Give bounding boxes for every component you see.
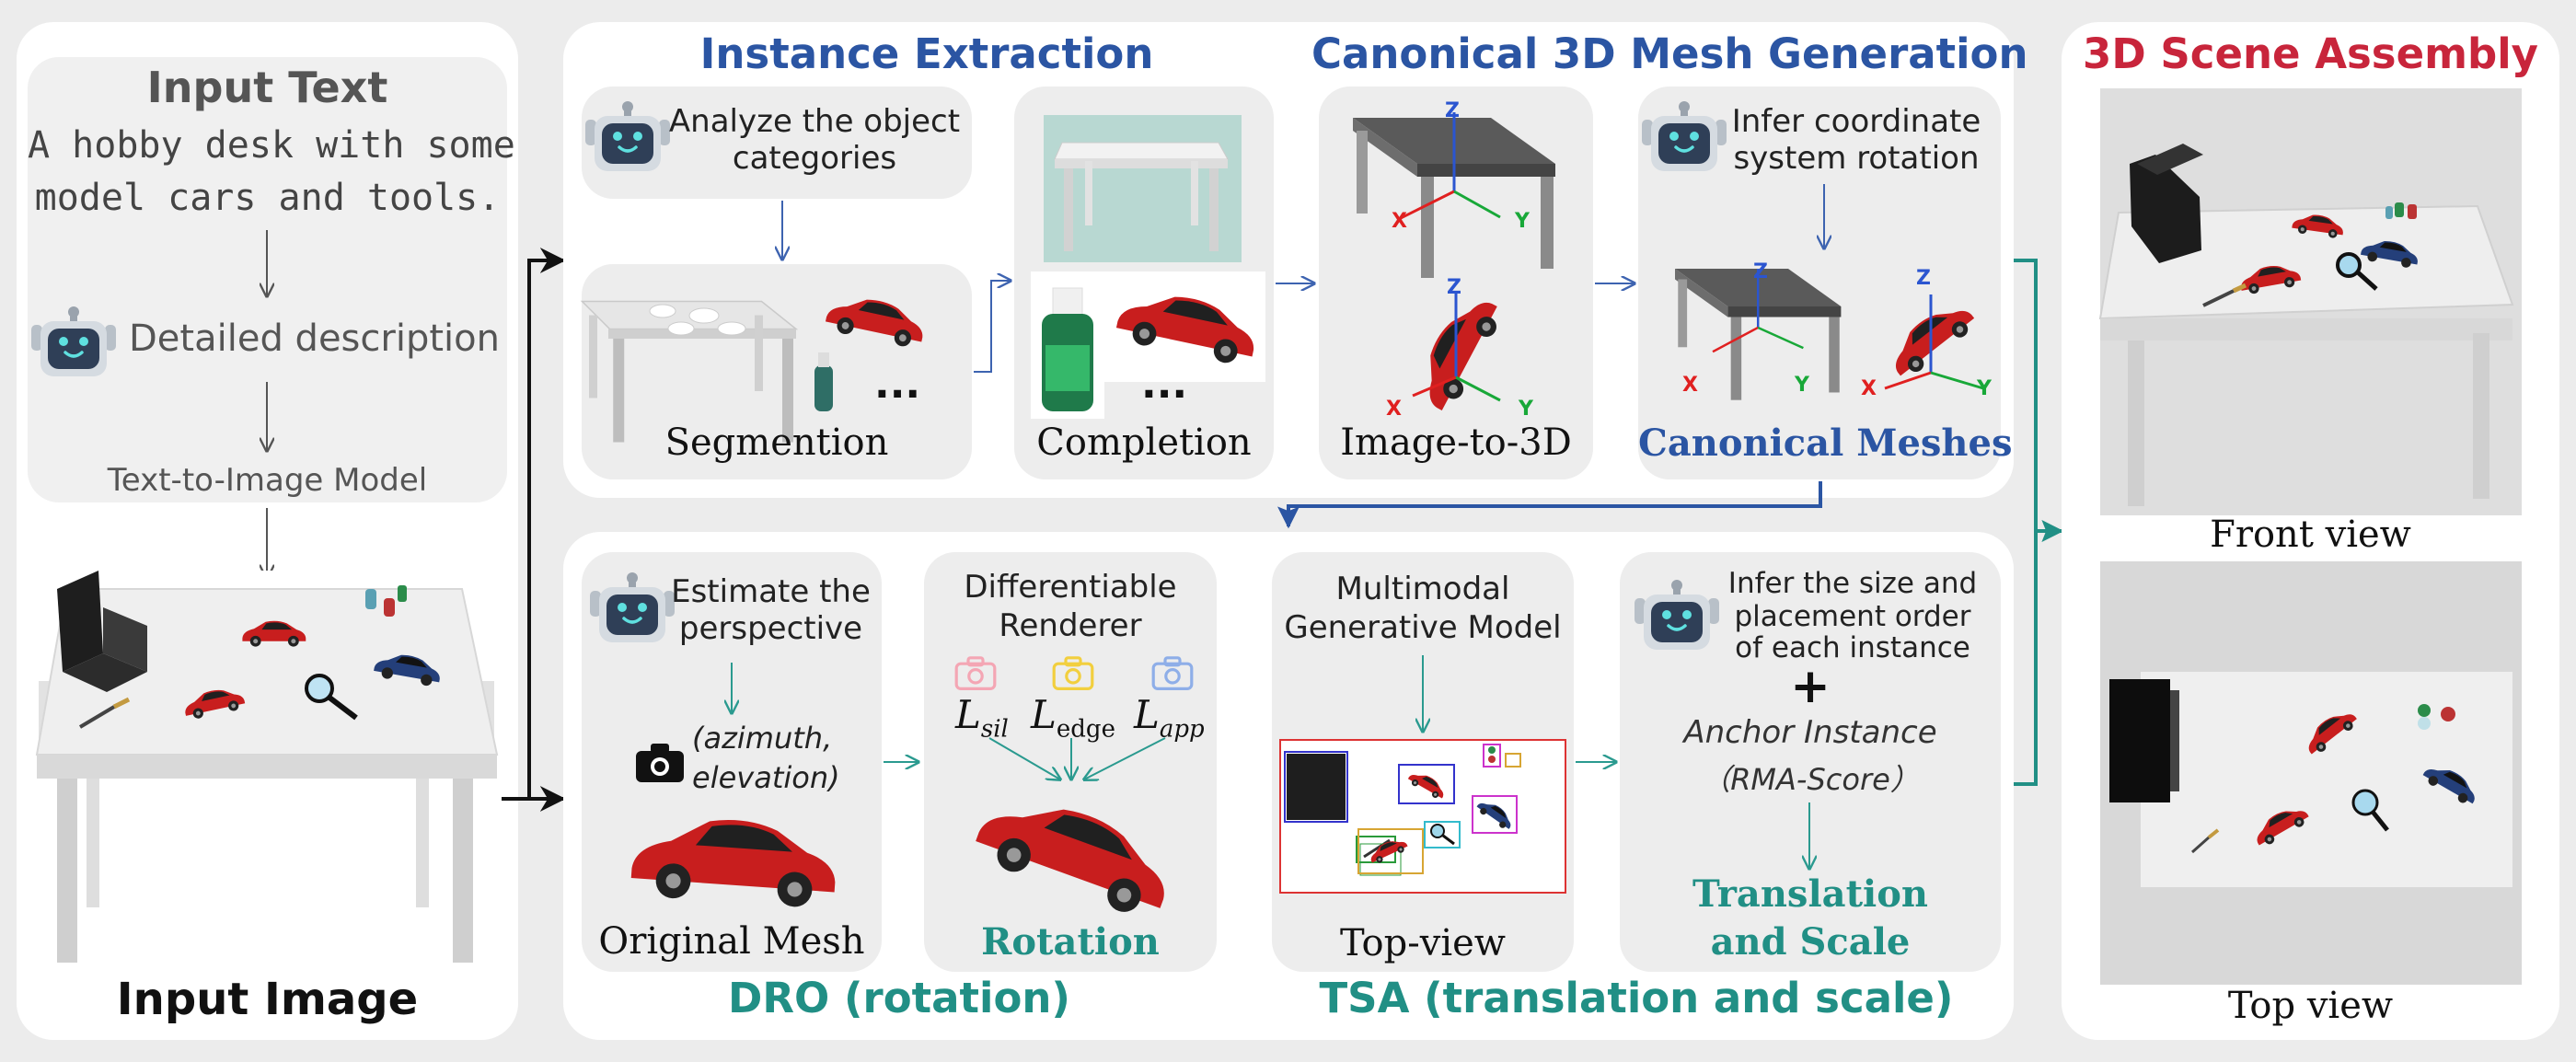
estimate-line-2: perspective [678, 610, 863, 647]
analyze-line-1: Analyze the object [668, 103, 961, 140]
segmentation-image [581, 281, 953, 444]
axis-z-label: Z [1447, 276, 1461, 299]
completed-car-image [1104, 271, 1265, 382]
axis-z-label: Z [1445, 99, 1460, 122]
instance-extraction-title: Instance Extraction [699, 29, 1154, 78]
rotation-label: Rotation [981, 920, 1160, 964]
infer-size-line-2: placement order [1734, 600, 1971, 633]
car-mesh-axes [1408, 288, 1507, 416]
top-view-label: Top view [2227, 985, 2394, 1027]
loss-edge: Ledge [1031, 692, 1115, 743]
input-image [29, 571, 504, 980]
loss-edge-subscript: edge [1056, 715, 1115, 744]
renderer-line-1: Differentiable [964, 569, 1177, 606]
rma-score-label: （RMA-Score） [1701, 762, 1920, 797]
completed-table-image [1044, 115, 1242, 262]
infer-size-line-1: Infer the size and [1727, 567, 1978, 600]
infer-size-line-3: of each instance [1735, 631, 1970, 664]
loss-app-subscript: app [1159, 715, 1205, 744]
translation-line-2: and Scale [1710, 920, 1911, 964]
topview-label: Top-view [1339, 922, 1507, 964]
axis-x-label: X [1861, 377, 1877, 400]
top-view-image [2100, 561, 2522, 985]
canonical-generation-title: Canonical 3D Mesh Generation [1311, 29, 2028, 78]
segmentation-label: Segmention [664, 421, 889, 464]
canonical-meshes-graphic [1675, 184, 1984, 400]
loss-symbol: L [1031, 692, 1057, 737]
axis-z-label: Z [1753, 260, 1768, 283]
anchor-instance-label: Anchor Instance [1683, 714, 1937, 751]
loss-symbol: L [955, 692, 981, 737]
canonical-meshes-label: Canonical Meshes [1638, 421, 2013, 465]
front-view-image [2098, 88, 2522, 515]
image-to-3d-label: Image-to-3D [1340, 421, 1572, 464]
completion-ellipsis: ... [1141, 361, 1188, 408]
prompt-line-2: model cars and tools. [34, 177, 501, 219]
t2i-model-text: Text-to-Image Model [107, 462, 428, 499]
assembly-title: 3D Scene Assembly [2083, 29, 2538, 78]
loss-sil: Lsil [955, 692, 1009, 743]
input-text-title: Input Text [146, 63, 388, 112]
axis-y-label: Y [1519, 398, 1533, 421]
dro-title: DRO (rotation) [728, 974, 1070, 1022]
topview-detection-image [1279, 739, 1566, 894]
analyze-line-2: categories [732, 140, 897, 177]
multimodal-line-2: Generative Model [1284, 609, 1562, 646]
axis-y-label: Y [1515, 210, 1530, 233]
loss-symbol: L [1134, 692, 1160, 737]
front-view-label: Front view [2210, 514, 2411, 556]
translation-line-1: Translation [1692, 872, 1928, 916]
plus-sign: + [1790, 659, 1831, 714]
axis-z-label: Z [1916, 267, 1931, 290]
estimate-line-1: Estimate the [671, 573, 871, 610]
axis-x-label: X [1386, 398, 1402, 421]
axis-x-label: X [1392, 210, 1407, 233]
prompt-line-1: A hobby desk with some [28, 124, 515, 167]
table-mesh-axes [1353, 112, 1555, 278]
infer-coordinate-line-1: Infer coordinate [1731, 103, 1981, 140]
completion-label: Completion [1036, 421, 1252, 464]
segmentation-card [582, 264, 972, 479]
original-mesh-label: Original Mesh [598, 920, 865, 963]
angles-line-2: elevation) [692, 760, 840, 795]
axis-y-label: Y [1795, 374, 1809, 397]
multimodal-line-1: Multimodal [1335, 571, 1510, 607]
input-image-caption: Input Image [116, 974, 419, 1025]
completed-bottle-image [1031, 271, 1104, 419]
detailed-description-text: Detailed description [129, 317, 500, 360]
renderer-line-2: Renderer [999, 607, 1142, 644]
tsa-title: TSA (translation and scale) [1319, 974, 1954, 1022]
axis-x-label: X [1682, 374, 1698, 397]
camera-icon [636, 744, 684, 782]
loss-sil-subscript: sil [980, 715, 1009, 744]
angles-line-1: (azimuth, [692, 721, 833, 756]
axis-y-label: Y [1977, 377, 1992, 400]
infer-coordinate-line-2: system rotation [1733, 140, 1980, 177]
loss-app: Lapp [1134, 692, 1205, 743]
segmentation-ellipsis: ... [874, 361, 921, 408]
